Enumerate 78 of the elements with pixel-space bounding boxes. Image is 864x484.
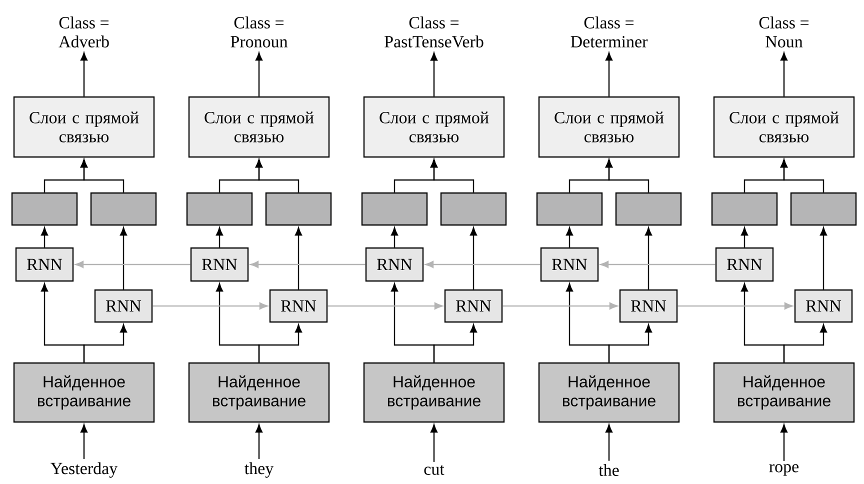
arrow [783, 324, 828, 362]
feedforward-box: Слои с прямой связью [538, 96, 680, 158]
hidden-state-box [615, 192, 682, 226]
arrow [255, 52, 263, 96]
hidden-state-box [440, 192, 507, 226]
class-label: Class = Pronoun [230, 16, 288, 48]
word-label: they [244, 462, 274, 478]
feedforward-box: Слои с прямой связью [363, 96, 505, 158]
arrow [255, 159, 300, 192]
arrow [328, 302, 443, 310]
arrow [566, 227, 574, 248]
embedding-box: Найденное встраивание [188, 362, 330, 423]
arrow [216, 227, 224, 248]
class-label: Class = PastTenseVerb [384, 16, 484, 48]
rnn-box: RNN [540, 247, 599, 282]
arrow [605, 52, 613, 96]
arrow [780, 52, 788, 96]
arrow [258, 324, 302, 362]
class-label: Class = Adverb [58, 16, 109, 48]
arrow [430, 52, 438, 96]
arrow [470, 227, 478, 290]
class-label: Class = Noun [759, 16, 808, 48]
hidden-state-box [265, 192, 332, 226]
arrow [255, 424, 263, 460]
rnn-box: RNN [715, 247, 774, 282]
arrow [390, 227, 398, 248]
feedforward-box: Слои с прямой связью [188, 96, 330, 158]
feedforward-box: Слои с прямой связью [13, 96, 155, 158]
rnn-box: RNN [190, 247, 249, 282]
arrow [600, 260, 716, 268]
rnn-box: RNN [15, 247, 74, 282]
word-label: rope [769, 464, 799, 476]
arrow [294, 227, 302, 290]
rnn-box: RNN [794, 289, 853, 323]
feedforward-box: Слои с прямой связью [713, 96, 855, 158]
embedding-box: Найденное встраивание [713, 362, 855, 423]
arrow [430, 424, 438, 462]
arrow [820, 227, 828, 290]
arrow [644, 227, 652, 290]
word-label: the [598, 464, 619, 476]
arrow [502, 302, 618, 310]
embedding-box: Найденное встраивание [363, 362, 505, 423]
hidden-state-box [361, 192, 428, 226]
arrow [430, 159, 474, 192]
arrow [83, 324, 128, 362]
hidden-state-box [11, 192, 78, 226]
word-label: cut [424, 465, 444, 475]
arrow [605, 424, 613, 461]
rnn-box: RNN [94, 289, 153, 323]
arrow [80, 52, 88, 96]
arrow [152, 302, 268, 310]
arrow [740, 227, 748, 248]
rnn-box: RNN [269, 289, 328, 323]
embedding-box: Найденное встраивание [13, 362, 155, 423]
arrow [250, 260, 366, 268]
rnn-box: RNN [444, 289, 503, 323]
arrow [120, 227, 128, 290]
arrow [678, 302, 793, 310]
rnn-box: RNN [619, 289, 678, 323]
hidden-state-box [711, 192, 778, 226]
arrow [608, 324, 652, 362]
arrow [80, 159, 124, 192]
arrow [75, 260, 190, 268]
arrow [425, 260, 540, 268]
hidden-state-box [90, 192, 157, 226]
arrow [433, 324, 478, 362]
hidden-state-box [186, 192, 253, 226]
arrow [780, 159, 824, 192]
embedding-box: Найденное встраивание [538, 362, 680, 423]
arrow [605, 159, 650, 192]
class-label: Class = Determiner [570, 16, 648, 48]
arrow [780, 424, 788, 461]
arrow [80, 424, 88, 460]
hidden-state-box [790, 192, 857, 226]
arrow [41, 227, 48, 248]
hidden-state-box [536, 192, 603, 226]
rnn-box: RNN [365, 247, 424, 282]
word-label: Yesterday [50, 462, 118, 478]
